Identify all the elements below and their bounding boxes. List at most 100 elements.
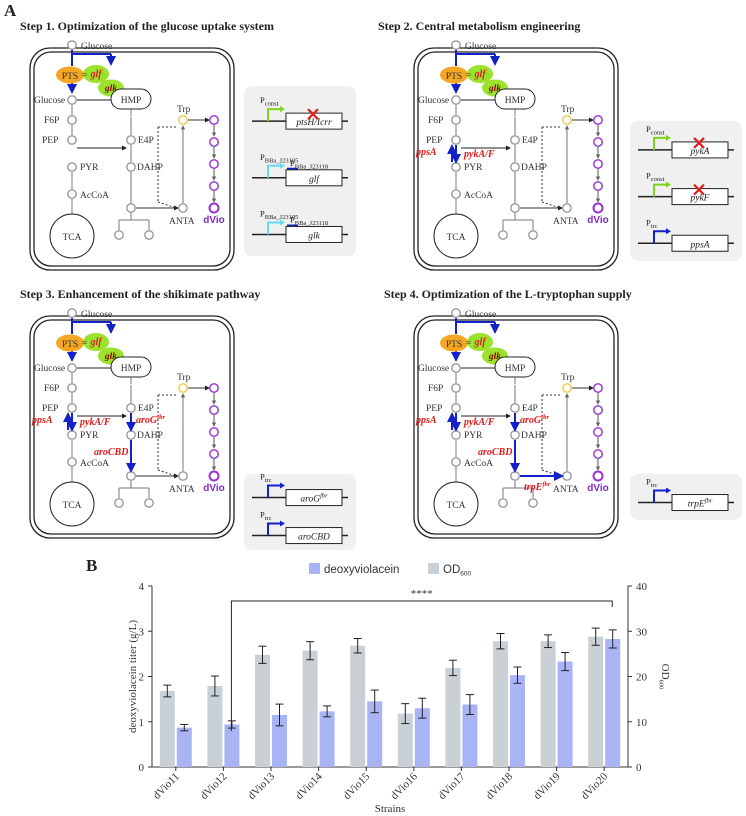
glf-label: glf (473, 69, 487, 80)
dvio-path-node-4 (209, 181, 219, 191)
dvio-path-node-3 (209, 159, 219, 169)
dvio-label: dVio (587, 215, 608, 226)
acoa-node (451, 457, 461, 467)
panel-b-letter: B (86, 556, 97, 575)
f6p-label: F6P (44, 116, 59, 126)
glucose-node-outside (451, 308, 461, 318)
dahp-node (126, 430, 136, 440)
tca-label: TCA (447, 501, 466, 511)
legend-swatch-deoxyviolacein (309, 563, 320, 574)
dahp-label: DAHP (521, 431, 547, 441)
dvio-label: dVio (203, 483, 224, 494)
branch-node-right (528, 230, 538, 240)
pts-label: PTS (62, 72, 78, 82)
x-tick-label: dVio13 (246, 770, 278, 802)
pep-label: PEP (42, 404, 58, 414)
glk-label: glk (488, 84, 501, 94)
trp-label: Trp (561, 373, 575, 383)
tca-cycle (49, 481, 95, 527)
pyr-label: PYR (464, 431, 483, 441)
x-tick-label: dVio12 (198, 771, 229, 802)
tca-label: TCA (447, 233, 466, 243)
cell-inner-membrane (33, 319, 231, 535)
glucose-inside-label: Glucose (34, 364, 65, 374)
bar-od600 (255, 654, 270, 767)
dvio-path-node-3 (209, 427, 219, 437)
pyr-node (451, 430, 461, 440)
tca-label: TCA (63, 233, 82, 243)
gene-name: aroGfbr (300, 493, 328, 505)
step-1-title: Step 1. Optimization of the glucose upta… (20, 19, 274, 33)
glucose-inside-label: Glucose (34, 96, 65, 106)
chorismate-node (126, 203, 136, 213)
e4p-node (126, 403, 136, 413)
feedback-dashed-bot (541, 201, 561, 209)
promoter-arrowhead (666, 228, 671, 235)
promoter-label: PBBa_J23105 (260, 208, 298, 221)
dvio-path-node-4 (593, 181, 603, 191)
promoter-arrowhead (280, 162, 285, 169)
glf-label: glf (473, 337, 487, 348)
e4p-label: E4P (138, 404, 154, 414)
deletion-cross-icon (693, 183, 705, 196)
acoa-label: AcCoA (80, 191, 109, 201)
f6p-node (451, 383, 461, 393)
acoa-node (67, 189, 77, 199)
acoa-label: AcCoA (464, 459, 493, 469)
feedback-dashed-bot (157, 469, 177, 477)
acoa-node (451, 189, 461, 199)
anta-label: ANTA (169, 485, 195, 495)
branch-node-left (114, 230, 124, 240)
x-tick-label: dVio14 (293, 770, 325, 802)
feedback-dashed-bot (541, 469, 561, 477)
e4p-label: E4P (522, 136, 538, 146)
f6p-label: F6P (428, 384, 443, 394)
dvio-path-node-4 (593, 449, 603, 459)
pts-label: PTS (446, 340, 462, 350)
promoter-label: Ptrc (260, 472, 272, 485)
gene-name: glf (309, 174, 320, 185)
gene-box (285, 169, 343, 187)
pep-node (451, 135, 461, 145)
chorismate-node (510, 203, 520, 213)
glucose-node-outside (67, 40, 77, 50)
bar-od600 (302, 650, 318, 767)
y-left-tick-label: 2 (139, 672, 145, 684)
trp-node (562, 115, 572, 125)
aroG-gene-label: aroGfbr (520, 414, 550, 426)
dvio-path-node-1 (593, 383, 603, 393)
pts-transporter (56, 66, 84, 84)
dvio-label: dVio (203, 215, 224, 226)
pep-node (451, 403, 461, 413)
bar-od600 (350, 645, 366, 767)
dvio-path-node-3 (593, 159, 603, 169)
gene-name: pykF (690, 194, 710, 204)
promoter-arrow (653, 183, 666, 197)
dahp-node (126, 162, 136, 172)
cell-outer-membrane (29, 315, 235, 539)
pts-glf-link: = (82, 71, 87, 81)
spacer (58, 314, 64, 320)
significance-bracket (230, 600, 613, 731)
dvio-path-node-2 (209, 137, 219, 147)
hmp-label: HMP (121, 364, 142, 374)
pykAF-gene-label: pykA/F (463, 149, 495, 160)
promoter-label: Ptrc (646, 477, 658, 490)
bar-deoxyviolacein (224, 724, 240, 767)
f6p-node (67, 383, 77, 393)
legend-label-deoxyviolacein: deoxyviolacein (324, 564, 399, 576)
trp-node (562, 383, 572, 393)
x-tick-label: dVio17 (436, 770, 468, 802)
pts-glf-link: = (466, 339, 471, 349)
y-right-tick-label: 10 (636, 717, 648, 729)
x-tick-label: dVio20 (579, 770, 611, 802)
e4p-label: E4P (522, 404, 538, 414)
x-tick-label: dVio19 (531, 770, 563, 802)
